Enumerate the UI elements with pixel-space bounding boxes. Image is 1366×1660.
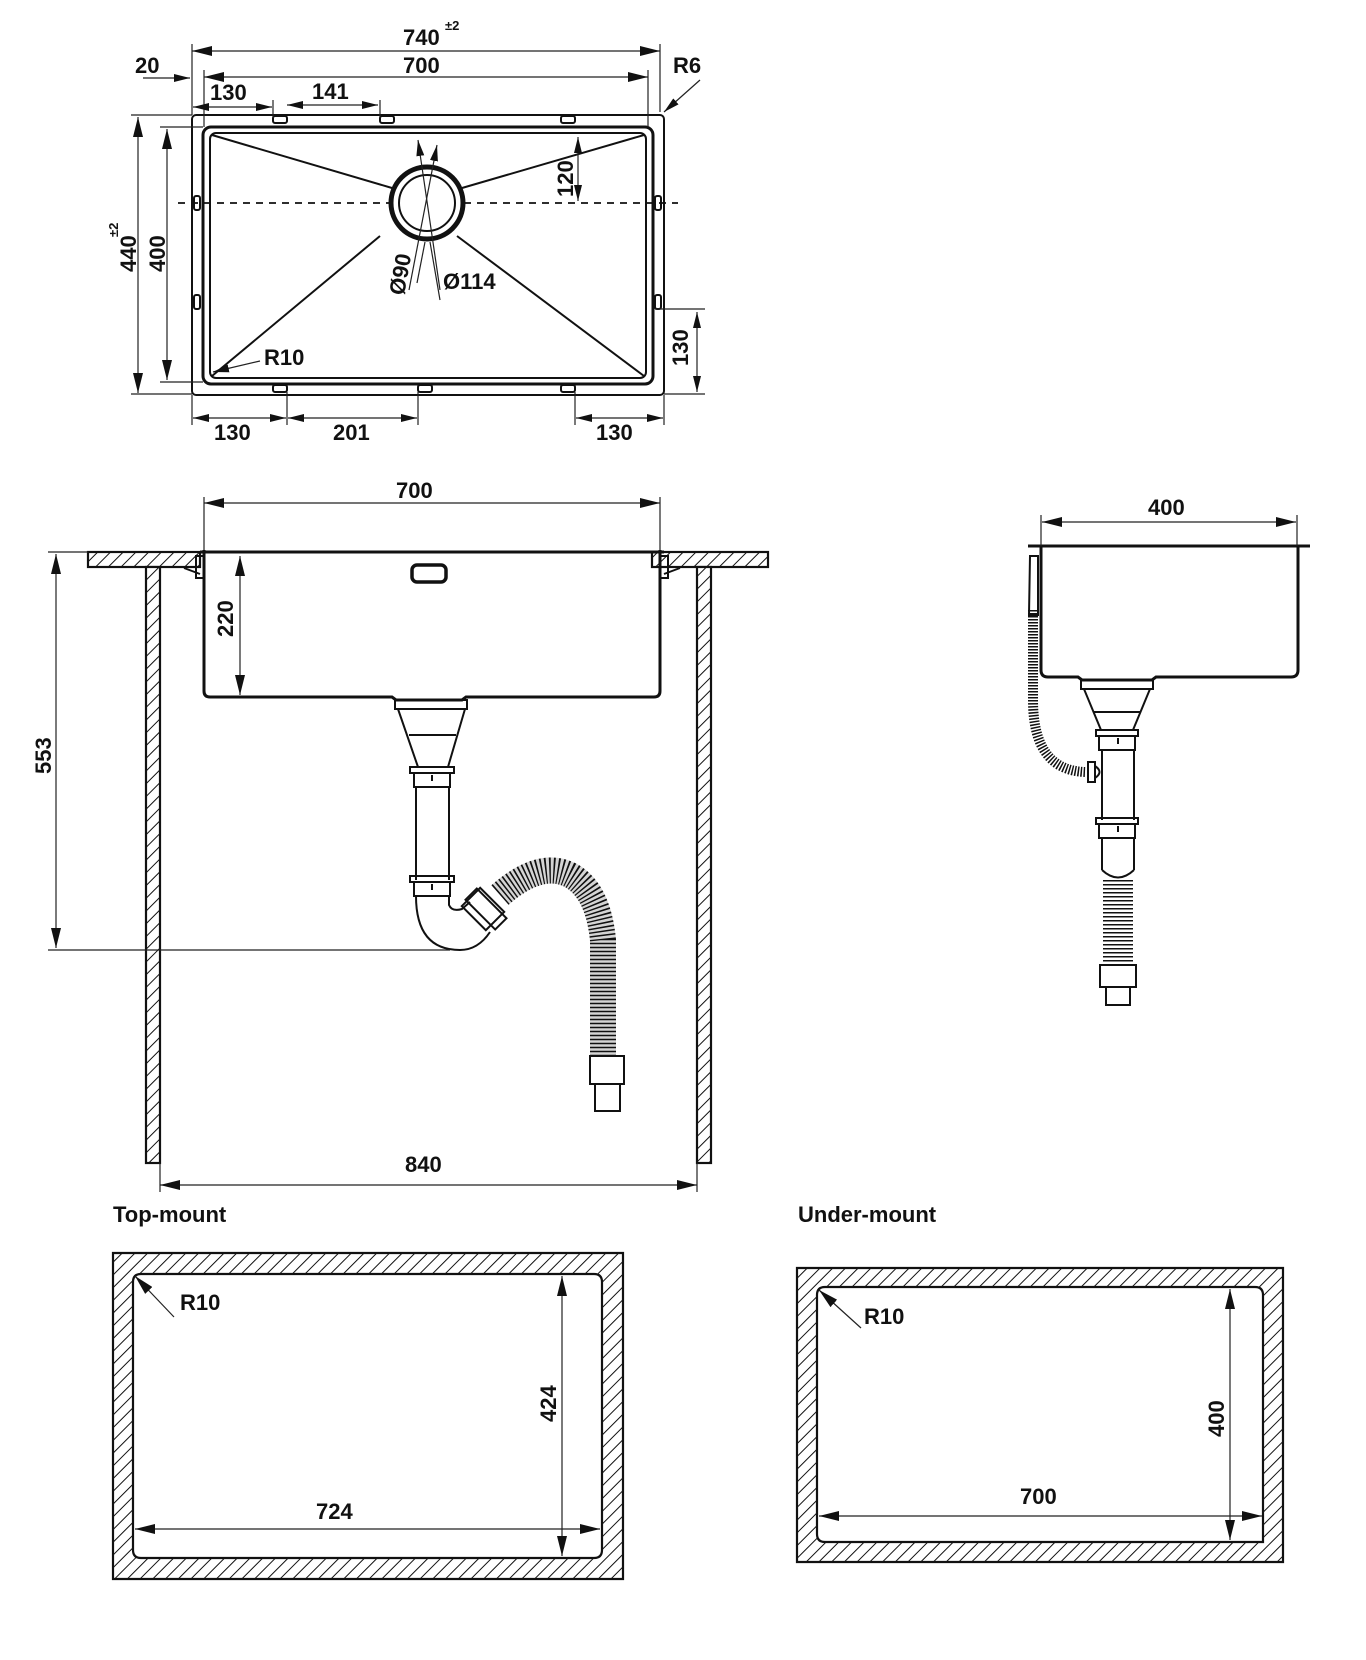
leader-r10-top-mount [134,1275,175,1318]
dim-740: 740 [403,25,440,50]
countertop-right [650,550,770,569]
clip-left [183,555,205,579]
side-overflow-fitting [1027,555,1101,783]
dim-440: 440 [116,235,141,272]
dim-141: 141 [312,79,349,104]
countertop-left [86,550,202,569]
dim-130-top: 130 [210,80,247,105]
top-mount-hatch-frame [111,1251,625,1581]
cutout-title-top-mount: Top-mount [113,1202,227,1227]
hose-end-pipe [594,1083,621,1112]
dim-553: 553 [31,737,56,774]
dim-440-tol: ±2 [106,223,121,237]
dim-r10-under-mount: R10 [864,1304,904,1329]
cabinet-wall-left [144,565,162,1165]
dim-724: 724 [316,1499,353,1524]
leader-r6 [663,79,701,113]
dim-130-right: 130 [668,329,693,366]
overflow-slot [410,563,448,584]
dim-r10-plan: R10 [264,345,304,370]
under-mount-hatch-frame [795,1266,1285,1564]
side-section-view: 400 [1027,495,1310,1006]
side-bowl-section [1039,546,1300,682]
drain-trap [394,699,508,952]
front-section-view: 700 220 553 840 [31,478,770,1192]
dim-700-top: 700 [403,53,440,78]
dim-20: 20 [135,53,159,78]
clip-right [659,555,681,579]
cutout-under-mount: Under-mount R10 700 400 [795,1202,1285,1564]
dim-drain-inner: Ø90 [384,252,416,297]
leader-r10-under-mount [818,1289,862,1329]
leader-r10-plan [212,360,261,373]
dim-700-front: 700 [396,478,433,503]
side-overflow-hose [1028,610,1086,777]
dim-400-under-mount: 400 [1204,1400,1229,1437]
dim-840: 840 [405,1152,442,1177]
plan-bowl-inner [209,132,647,379]
dim-drain-outer: Ø114 [443,269,496,294]
cutout-title-under-mount: Under-mount [798,1202,937,1227]
drain-inner-circle [398,174,456,232]
dim-424: 424 [536,1385,561,1422]
dim-700-under-mount: 700 [1020,1484,1057,1509]
dim-130-bottom-left: 130 [214,420,251,445]
drain-diameter-leaders [408,139,441,301]
dim-201: 201 [333,420,370,445]
dim-r10-top-mount: R10 [180,1290,220,1315]
bowl-slope-lines [211,134,645,377]
side-drain-trap [1080,679,1154,1006]
cutout-top-mount: Top-mount R10 724 424 [111,1202,625,1581]
hose-end-connector [589,1055,625,1085]
dim-740-tol: ±2 [445,18,459,33]
hose-shade [491,857,616,1055]
dim-r6: R6 [673,53,701,78]
dim-120: 120 [553,160,578,197]
dim-130-bottom-right: 130 [596,420,633,445]
dim-400-plan: 400 [145,235,170,272]
plan-outer-outline [191,114,665,396]
cabinet-wall-right [695,565,713,1165]
dim-400-side: 400 [1148,495,1185,520]
sink-bowl-section [202,550,662,702]
plan-view: Ø90 Ø114 740 ±2 700 20 R6 130 141 440 ±2 [106,18,705,445]
corrugated-hose [491,857,616,1055]
dim-220: 220 [213,600,238,637]
